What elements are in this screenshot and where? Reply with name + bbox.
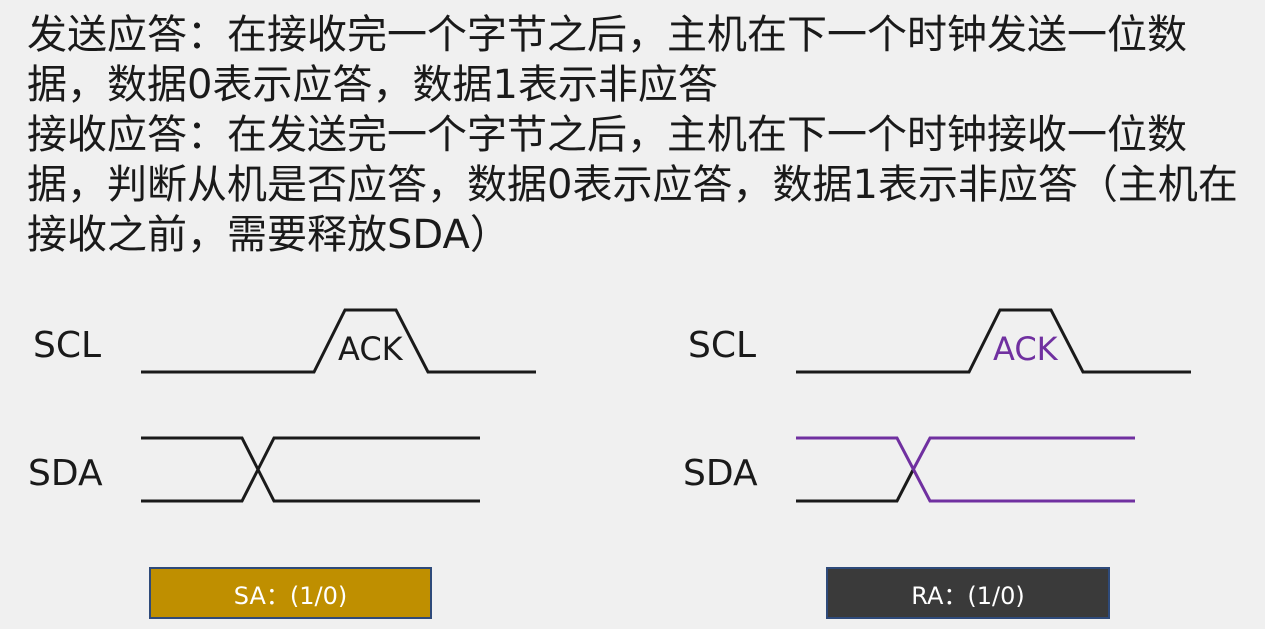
ack-label: ACK [338, 330, 404, 368]
receive-ack-diagram: SCL ACK SDA [683, 308, 1191, 503]
sda-waveform [796, 436, 1135, 503]
scl-label: SCL [33, 325, 101, 366]
send-ack-badge: SA：(1/0) [149, 567, 432, 619]
ack-label: ACK [993, 330, 1059, 368]
scl-waveform [141, 308, 536, 374]
sda-label: SDA [683, 453, 758, 494]
send-ack-diagram: SCL ACK SDA [28, 308, 536, 503]
send-ack-description: 发送应答：在接收完一个字节之后，主机在下一个时钟发送一位数据，数据0表示应答，数… [27, 12, 1187, 108]
receive-ack-description: 接收应答：在发送完一个字节之后，主机在下一个时钟接收一位数据，判断从机是否应答，… [27, 112, 1238, 258]
scl-label: SCL [688, 325, 756, 366]
scl-waveform [796, 308, 1191, 374]
sda-waveform [141, 436, 480, 503]
sda-label: SDA [28, 453, 103, 494]
receive-ack-badge: RA：(1/0) [826, 567, 1110, 619]
